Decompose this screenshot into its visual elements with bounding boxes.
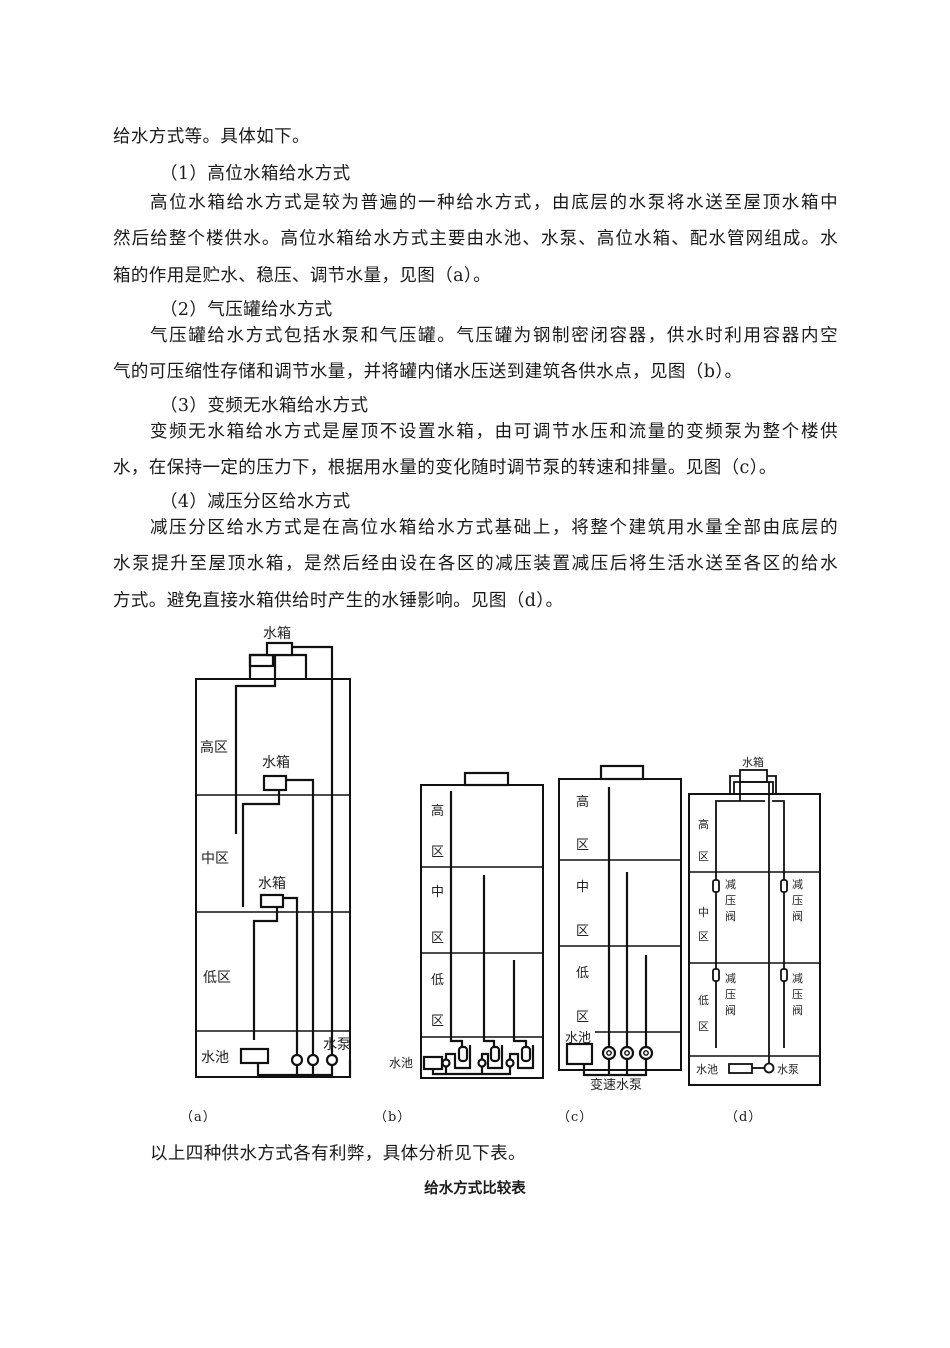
b-low-label-1: 低 <box>431 973 444 988</box>
d-valve-label-3b: 压 <box>725 988 736 1001</box>
caption-a: （a） <box>180 1110 217 1125</box>
diagram-a-high-tank-system: 水箱 高区 水箱 中区 水箱 低区 水池 水泵 <box>195 626 352 1078</box>
d-valve-label-3a: 减 <box>725 972 736 985</box>
section-4-line-1: 减压分区给水方式是在高位水箱给水方式基础上，将整个建筑用水量全部由底层的 <box>150 518 838 538</box>
b-high-label-2: 区 <box>431 845 444 860</box>
section-2-line-2: 气的可压缩性存储和调节水量，并将罐内储水压送到建筑各供水点，见图（b）。 <box>113 362 743 382</box>
d-valve-label-2a: 减 <box>792 878 803 891</box>
section-2-line-1: 气压罐给水方式包括水泵和气压罐。气压罐为钢制密闭容器，供水时利用容器内空 <box>150 326 838 346</box>
caption-d: （d） <box>725 1110 763 1125</box>
c-high-label-2: 区 <box>576 838 589 853</box>
d-valve-label-4a: 减 <box>792 972 803 985</box>
a-low-tank-label: 水箱 <box>258 876 286 892</box>
b-high-label-1: 高 <box>431 803 444 819</box>
table-title: 给水方式比较表 <box>424 1181 526 1197</box>
c-high-label-1: 高 <box>576 794 589 810</box>
d-pool-label: 水池 <box>696 1063 718 1076</box>
diagram-c-variable-frequency-system: 高 区 中 区 低 区 水池 变速水泵 <box>558 764 682 1093</box>
a-high-zone-label: 高区 <box>200 739 228 756</box>
d-mid-label-1: 中 <box>698 906 709 919</box>
section-1-line-1: 高位水箱给水方式是较为普遍的一种给水方式，由底层的水泵将水送至屋顶水箱中 <box>150 193 838 213</box>
a-pool-label: 水池 <box>201 1050 229 1066</box>
caption-b: （b） <box>374 1110 412 1125</box>
section-4-line-2: 水泵提升至屋顶水箱，是然后经由设在各区的减压装置减压后将生活水送至各区的给水 <box>113 554 838 574</box>
d-valve-label-1b: 压 <box>725 894 736 907</box>
section-2-heading: （2）气压罐给水方式 <box>160 300 333 320</box>
d-valve-label-1c: 阀 <box>725 909 736 923</box>
section-4-line-3: 方式。避免直接水箱供给时产生的水锤影响。见图（d）。 <box>113 591 564 611</box>
d-high-label-1: 高 <box>698 817 709 831</box>
b-mid-label-2: 区 <box>431 931 444 946</box>
a-mid-zone-label: 中区 <box>201 851 229 867</box>
section-3-line-2: 水，在保持一定的压力下，根据用水量的变化随时调节泵的转速和排量。见图（c）。 <box>113 458 777 478</box>
b-mid-label-1: 中 <box>431 885 444 900</box>
a-mid-tank-label: 水箱 <box>262 755 290 771</box>
d-high-label-2: 区 <box>698 850 709 863</box>
section-4-heading: （4）减压分区给水方式 <box>160 492 351 512</box>
section-1-heading: （1）高位水箱给水方式 <box>160 164 351 184</box>
d-pump-label: 水泵 <box>777 1063 799 1076</box>
a-roof-tank-label: 水箱 <box>263 626 291 642</box>
d-tank-label: 水箱 <box>742 755 764 769</box>
d-mid-label-2: 区 <box>698 930 709 943</box>
b-pool-label: 水池 <box>389 1056 413 1070</box>
a-pump-label: 水泵 <box>323 1037 351 1053</box>
c-pool-label: 水池 <box>565 1031 591 1046</box>
c-low-label-2: 区 <box>576 1010 589 1025</box>
diagram-b-pressure-tank-system: 高 区 中 区 低 区 水池 <box>389 771 544 1079</box>
a-low-zone-label: 低区 <box>203 970 231 986</box>
b-low-label-2: 区 <box>431 1014 444 1029</box>
section-3-line-1: 变频无水箱给水方式是屋顶不设置水箱，由可调节水压和流量的变频泵为整个楼供 <box>150 422 838 442</box>
c-pump-label: 变速水泵 <box>590 1077 642 1093</box>
d-valve-label-2b: 压 <box>792 894 803 907</box>
d-low-label-2: 区 <box>698 1020 709 1033</box>
c-mid-label-2: 区 <box>576 924 589 939</box>
section-1-line-3: 箱的作用是贮水、稳压、调节水量，见图（a）。 <box>113 266 491 286</box>
diagram-d-pressure-reducing-zone-system: 水箱 高 区 中 区 低 区 减 压 阀 减 压 阀 减 压 阀 减 压 阀 水… <box>688 755 821 1086</box>
caption-c: （c） <box>557 1110 594 1125</box>
d-valve-label-1a: 减 <box>725 878 736 891</box>
c-low-label-1: 低 <box>576 966 589 981</box>
d-low-label-1: 低 <box>698 994 709 1007</box>
d-valve-label-4c: 阀 <box>792 1003 803 1017</box>
summary-text: 以上四种供水方式各有利弊，具体分析见下表。 <box>150 1144 526 1164</box>
d-valve-label-2c: 阀 <box>792 909 803 923</box>
d-valve-label-4b: 压 <box>792 988 803 1001</box>
section-3-heading: （3）变频无水箱给水方式 <box>160 396 369 416</box>
c-mid-label-1: 中 <box>576 880 589 895</box>
intro-tail-text: 给水方式等。具体如下。 <box>113 127 310 147</box>
d-valve-label-3c: 阀 <box>725 1003 736 1017</box>
section-1-line-2: 然后给整个楼供水。高位水箱给水方式主要由水池、水泵、高位水箱、配水管网组成。水 <box>113 229 838 249</box>
